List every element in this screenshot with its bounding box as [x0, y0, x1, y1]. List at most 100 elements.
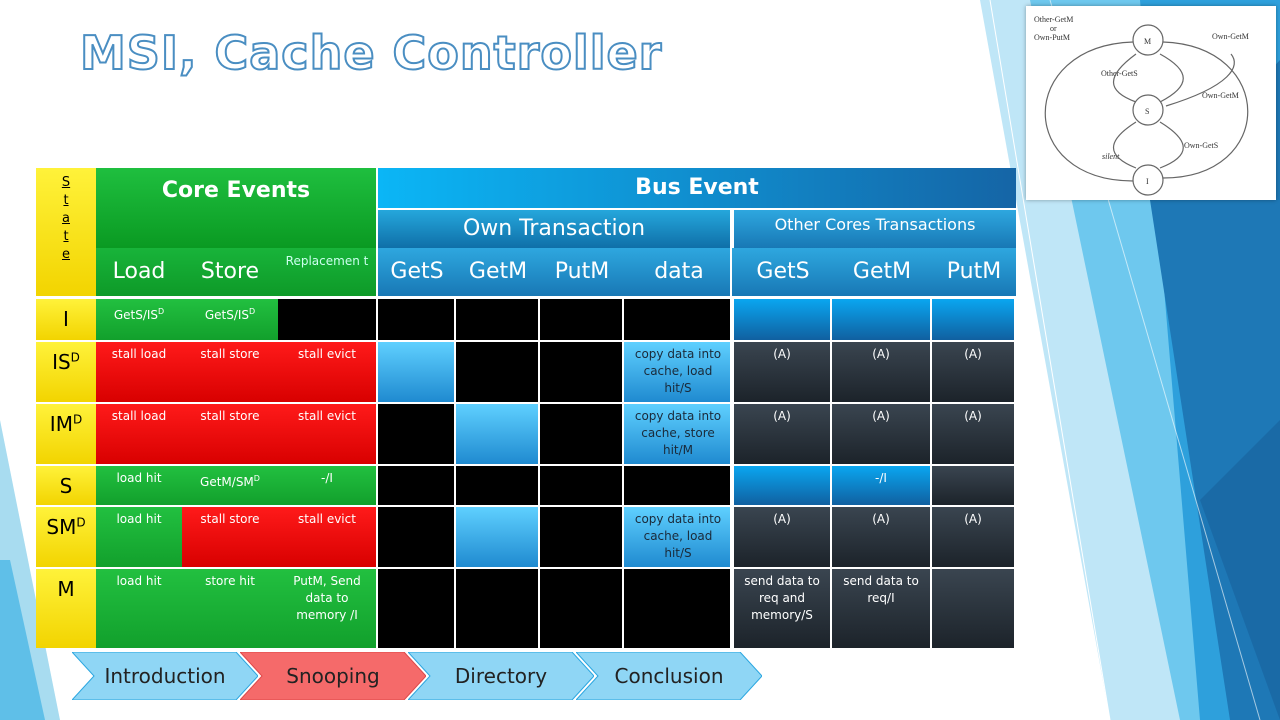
own-gets-cell	[378, 569, 454, 648]
state-diagram: Other-GetM or Own-PutM Own-GetM Other-Ge…	[1026, 6, 1276, 200]
replacement-cell: stall evict	[278, 342, 376, 402]
state-header-letter: S	[61, 175, 71, 190]
nav-label: Directory	[454, 664, 548, 688]
own-data-cell	[624, 466, 732, 505]
state-header-letter: t	[63, 193, 69, 208]
other-getm-cell: send data to req/I	[832, 569, 930, 648]
state-cell-is: ISD	[36, 342, 96, 402]
own-data-cell: copy data into cache, store hit/M	[624, 404, 732, 464]
own-getm-cell	[456, 466, 538, 505]
load-cell: stall load	[96, 404, 182, 464]
store-cell: stall store	[182, 342, 278, 402]
diagram-label-or: or	[1050, 24, 1057, 33]
state-cell-im: IMD	[36, 404, 96, 464]
store-cell: stall store	[182, 404, 278, 464]
other-col-putm: PutM	[932, 248, 1016, 296]
nav-snooping[interactable]: Snooping	[240, 652, 426, 700]
state-s-node	[1132, 94, 1164, 126]
core-col-store: Store	[182, 248, 278, 296]
state-superscript: D	[72, 412, 83, 427]
state-name: SM	[46, 515, 77, 539]
own-col-gets: GetS	[378, 248, 456, 296]
own-col-putm: PutM	[540, 248, 624, 296]
other-putm-cell: (A)	[932, 507, 1014, 567]
own-gets-cell	[378, 342, 454, 402]
bus-event-header: Bus Event	[378, 168, 1016, 208]
own-gets-cell	[378, 404, 454, 464]
state-m-label: M	[1144, 37, 1151, 46]
other-gets-cell: send data to req and memory/S	[734, 569, 830, 648]
replacement-cell: PutM, Send data to memory /I	[278, 569, 376, 648]
load-cell: load hit	[96, 569, 182, 648]
own-putm-cell	[540, 466, 622, 505]
own-putm-cell	[540, 299, 622, 340]
other-gets-cell: (A)	[734, 404, 830, 464]
other-cores-header: Other Cores Transactions	[734, 210, 1016, 248]
other-putm-cell	[932, 299, 1014, 340]
own-getm-cell	[456, 299, 538, 340]
replacement-cell: -/I	[278, 466, 376, 505]
other-getm-cell: (A)	[832, 342, 930, 402]
own-gets-cell	[378, 299, 454, 340]
replacement-cell: stall evict	[278, 404, 376, 464]
state-cell-i: I	[36, 299, 96, 340]
nav-introduction[interactable]: Introduction	[72, 652, 258, 700]
diagram-label-silent: silent	[1102, 152, 1120, 161]
nav-conclusion[interactable]: Conclusion	[576, 652, 762, 700]
own-putm-cell	[540, 569, 622, 648]
state-name: IS	[52, 350, 71, 374]
state-cell-s: S	[36, 466, 96, 505]
other-col-gets: GetS	[734, 248, 832, 296]
core-col-replacemen-t: Replacemen t	[278, 248, 376, 296]
store-cell: stall store	[182, 507, 278, 567]
diagram-label-own-putm: Own-PutM	[1034, 33, 1070, 42]
own-data-cell	[624, 299, 732, 340]
other-gets-cell	[734, 299, 830, 340]
other-col-getm: GetM	[832, 248, 932, 296]
state-m-node	[1132, 24, 1164, 56]
other-putm-cell: (A)	[932, 404, 1014, 464]
own-getm-cell	[456, 342, 538, 402]
nav-label: Snooping	[286, 664, 380, 688]
state-i-node	[1132, 164, 1164, 196]
own-getm-cell	[456, 569, 538, 648]
own-putm-cell	[540, 342, 622, 402]
other-gets-cell: (A)	[734, 507, 830, 567]
own-col-getm: GetM	[456, 248, 540, 296]
state-superscript: D	[70, 350, 80, 365]
store-cell: GetS/ISD	[182, 299, 278, 340]
state-name: S	[59, 474, 73, 498]
other-getm-cell: -/I	[832, 466, 930, 505]
load-cell: stall load	[96, 342, 182, 402]
own-gets-cell	[378, 466, 454, 505]
other-getm-cell	[832, 299, 930, 340]
state-cell-sm: SMD	[36, 507, 96, 567]
state-header-letter: e	[62, 247, 70, 262]
state-name: M	[57, 577, 75, 601]
own-getm-cell	[456, 404, 538, 464]
own-transaction-header: Own Transaction	[378, 210, 730, 248]
store-cell: store hit	[182, 569, 278, 648]
state-cell-m: M	[36, 569, 96, 648]
own-putm-cell	[540, 404, 622, 464]
diagram-label-own-gets: Own-GetS	[1184, 141, 1218, 150]
other-gets-cell	[734, 466, 830, 505]
replacement-cell: stall evict	[278, 507, 376, 567]
load-cell: load hit	[96, 466, 182, 505]
state-name: I	[63, 307, 69, 331]
own-getm-cell	[456, 507, 538, 567]
state-s-label: S	[1145, 107, 1149, 116]
state-i-label: I	[1146, 177, 1149, 186]
state-name: IM	[49, 412, 73, 436]
nav-label: Conclusion	[614, 664, 724, 688]
other-getm-cell: (A)	[832, 404, 930, 464]
nav-directory[interactable]: Directory	[408, 652, 594, 700]
core-col-load: Load	[96, 248, 182, 296]
diagram-label-other-getm: Other-GetM	[1034, 15, 1073, 24]
other-putm-cell	[932, 466, 1014, 505]
other-getm-cell: (A)	[832, 507, 930, 567]
diagram-label-own-getm-right: Own-GetM	[1202, 91, 1239, 100]
diagram-label-other-gets: Other-GetS	[1101, 69, 1138, 78]
store-cell: GetM/SMD	[182, 466, 278, 505]
